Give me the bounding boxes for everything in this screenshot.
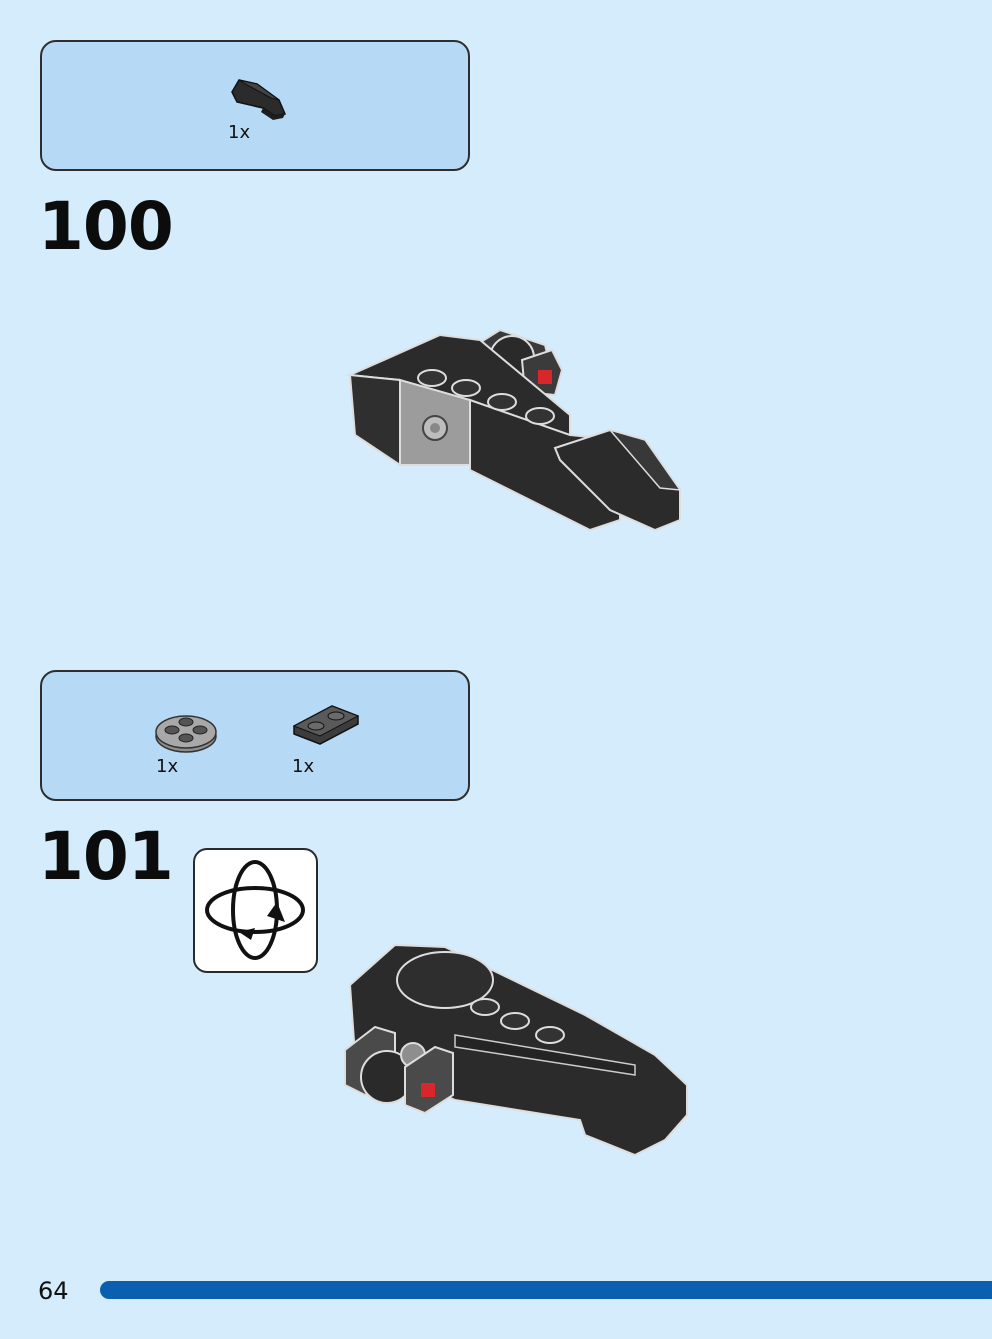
rotate-model-callout [193, 848, 318, 973]
parts-callout-step-101: 1x 1x [40, 670, 470, 801]
rotate-model-icon [205, 860, 305, 960]
inverted-plate-part-icon [292, 705, 360, 745]
step-number: 101 [38, 818, 174, 895]
part-quantity: 1x [228, 122, 251, 143]
part-quantity: 1x [156, 756, 179, 777]
round-plate-part-icon [155, 715, 217, 753]
step-number: 100 [38, 188, 174, 265]
curved-slope-part-icon [231, 79, 287, 120]
part-quantity: 1x [292, 756, 315, 777]
parts-callout-step-100: 1x [40, 40, 470, 171]
model-assembly-step-100 [346, 328, 682, 532]
page-number: 64 [38, 1277, 69, 1305]
model-assembly-step-101 [344, 943, 688, 1157]
footer-bar [100, 1281, 992, 1299]
